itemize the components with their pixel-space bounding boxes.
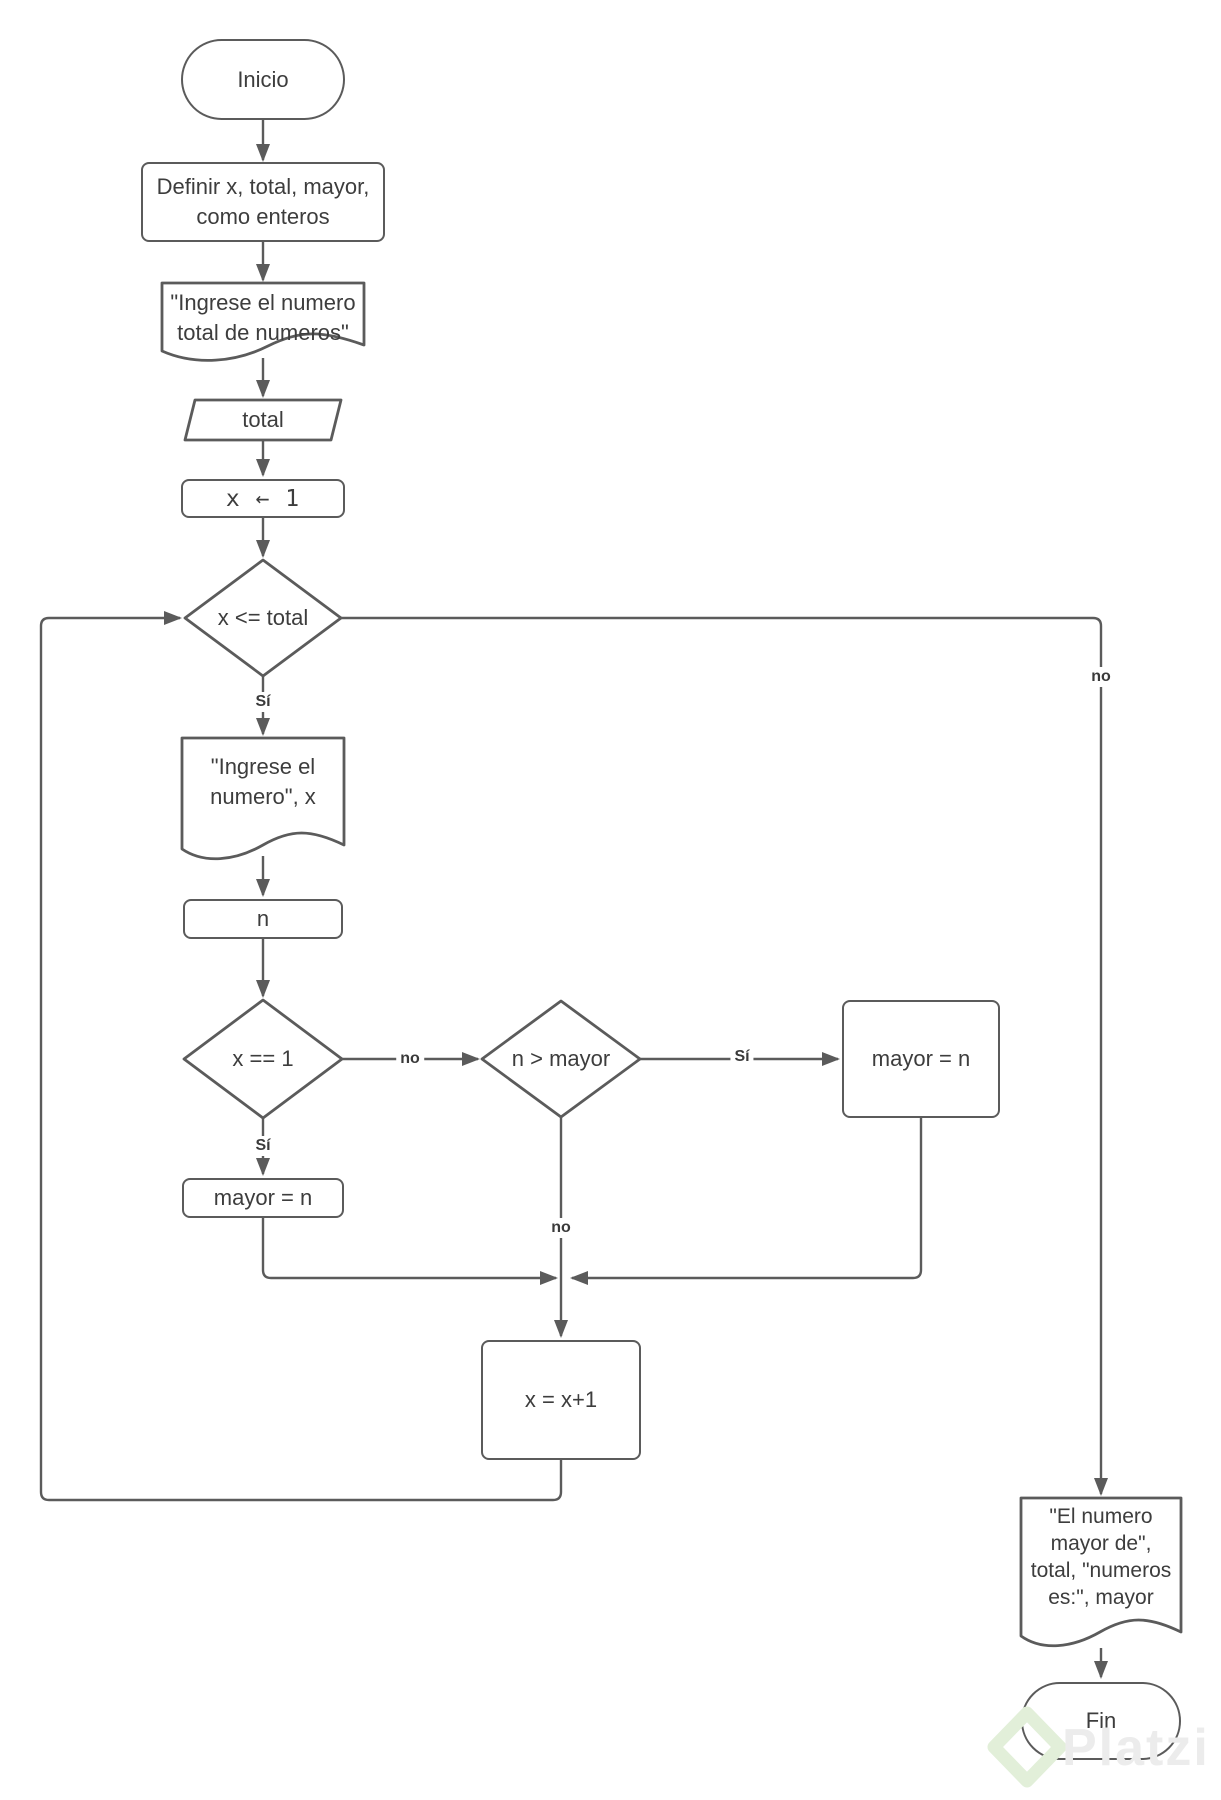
node-cond-first-label: x == 1	[232, 1046, 294, 1071]
edge-label-first-no: no	[396, 1049, 424, 1069]
node-init-x-label: x ← 1	[225, 485, 301, 512]
node-inicio-label: Inicio	[237, 66, 289, 92]
node-doc-result-label: "El numero mayor de", total, "numeros es…	[1030, 1505, 1172, 1609]
node-total-label: total	[242, 407, 284, 432]
edge-label-loop-si: Sí	[251, 692, 275, 712]
svg-shapes	[160, 281, 1183, 1648]
node-doc-numero-shape	[180, 736, 346, 861]
edge-label-mayor-no: no	[547, 1218, 575, 1238]
node-cond-mayor-shape	[480, 999, 642, 1119]
node-increment-label: x = x+1	[524, 1387, 598, 1412]
node-fin-label: Fin	[1085, 1708, 1117, 1733]
connectors	[39, 120, 1108, 1679]
edge-condloop-no-docresult	[341, 616, 1108, 1496]
watermark-brand: Platzi	[1062, 1719, 1210, 1777]
node-fin: Fin	[1021, 1682, 1181, 1760]
node-doc-total-label: "Ingrese el numero total de numeros"	[170, 290, 356, 345]
node-doc-total-shape	[160, 281, 366, 362]
node-mayor-update-label: mayor = n	[871, 1046, 971, 1071]
node-mayor-first-label: mayor = n	[213, 1185, 313, 1210]
node-cond-mayor-label: n > mayor	[511, 1046, 611, 1071]
edge-label-mayor-si: Sí	[730, 1047, 754, 1067]
node-mayor-first: mayor = n	[182, 1178, 344, 1218]
edge-label-loop-no: no	[1087, 667, 1115, 687]
node-doc-result-shape	[1019, 1496, 1183, 1648]
node-definir-label: Definir x, total, mayor, como enteros	[156, 174, 370, 229]
edge-increment-loopback	[39, 611, 563, 1502]
node-n-label: n	[256, 906, 270, 931]
node-mayor-update: mayor = n	[842, 1000, 1000, 1118]
node-cond-loop-shape	[183, 558, 343, 678]
edge-mayorupdate-merge	[570, 1118, 923, 1285]
node-cond-loop-label: x <= total	[217, 605, 309, 630]
node-doc-numero-label: "Ingrese el numero", x	[210, 754, 316, 809]
node-cond-first-shape	[182, 998, 344, 1120]
node-increment: x = x+1	[481, 1340, 641, 1460]
node-total-shape	[183, 398, 343, 442]
node-definir: Definir x, total, mayor, como enteros	[141, 162, 385, 242]
node-init-x: x ← 1	[181, 479, 345, 518]
node-n: n	[183, 899, 343, 939]
edge-mayorfirst-merge	[261, 1218, 558, 1285]
edge-label-first-si: Sí	[251, 1136, 275, 1156]
node-inicio: Inicio	[181, 39, 345, 120]
